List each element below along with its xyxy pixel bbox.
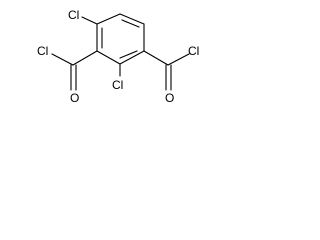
- ring-bond-c1-c2: [96, 13, 121, 25]
- ring-bond-c4-c5: [119, 50, 145, 65]
- atom-label-cl-middle: Cl: [112, 78, 123, 92]
- bond-ring-to-right-carbonyl: [143, 50, 169, 66]
- atom-label-o-right-acyl: O: [165, 91, 174, 105]
- bond-ring-to-left-carbonyl: [72, 50, 98, 66]
- bonds: [51, 13, 190, 91]
- ring-double-bond-bottom: [119, 50, 138, 59]
- atom-label-cl-top: Cl: [68, 8, 79, 22]
- atom-label-cl-left-acyl: Cl: [37, 44, 48, 58]
- atom-label-cl-right-acyl: Cl: [188, 44, 199, 58]
- bond-left-carbonyl-to-cl: [51, 53, 74, 66]
- bond-right-carbonyl-to-cl: [167, 53, 190, 66]
- ring-double-bond-top: [121, 19, 140, 28]
- ring-bond-c5-c6: [96, 50, 121, 65]
- bond-ring-to-cl-top: [81, 16, 98, 25]
- molecule-structure: Cl Cl O Cl O Cl: [37, 8, 199, 105]
- atom-labels: Cl Cl O Cl O Cl: [37, 8, 199, 105]
- atom-label-o-left-acyl: O: [70, 91, 79, 105]
- ring-bond-c2-c3: [119, 13, 145, 25]
